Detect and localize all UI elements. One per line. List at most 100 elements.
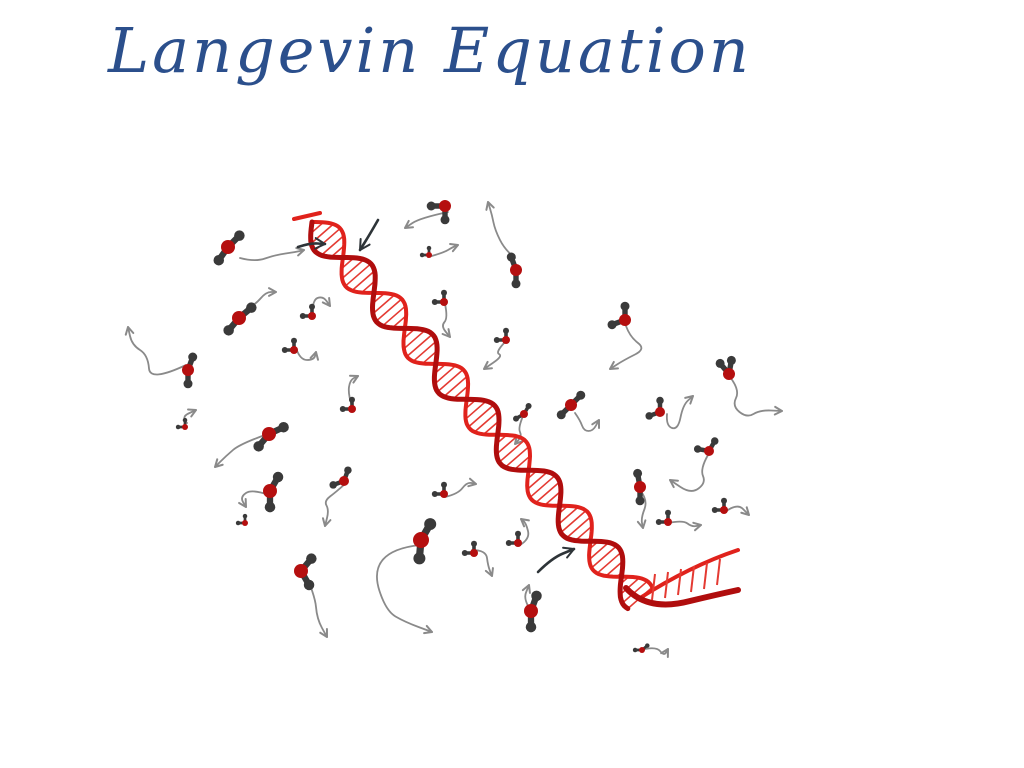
base-pair-rung [605,560,624,577]
hydrogen-atom [620,301,630,311]
brownian-trajectory-arrow-icon [295,347,317,361]
water-molecule-icon [329,466,352,489]
brownian-trajectory-arrow-icon [324,483,346,527]
arrowhead [562,546,575,559]
base-pair-rung [372,294,396,315]
diagram-title: Langevin Equation [108,14,752,87]
oxygen-atom [182,424,188,430]
hydrogen-atom [506,252,516,262]
arrowhead [485,201,495,211]
water-molecule-icon [513,403,532,422]
arrowhead [295,246,305,257]
oxygen-atom [232,311,246,325]
oxygen-atom [440,490,448,498]
arrowhead [404,219,414,229]
base-pair-rung [351,270,376,292]
hydrogen-atom [656,396,664,405]
brownian-trajectory-arrow-icon [241,490,270,508]
arrowhead [187,408,197,418]
hydrogen-atom [344,466,352,474]
oxygen-atom [426,252,432,258]
hydrogen-atom [505,540,512,546]
oxygen-atom [294,564,308,578]
hydrogen-atom [503,327,509,334]
hydrogen-atom [264,501,276,513]
water-molecule-icon [294,553,317,591]
brownian-trajectory-arrow-icon [667,520,702,528]
arrowhead [692,521,702,532]
water-molecule-icon [524,590,542,633]
hydrogen-atom [711,437,719,445]
water-molecule-icon [505,530,522,547]
oxygen-atom [664,518,672,526]
brownian-trajectory-arrow-icon [665,395,694,430]
arrowhead [319,628,328,638]
oxygen-atom [290,346,298,354]
water-molecule-icon [715,355,736,380]
hydrogen-atom [349,396,355,403]
hydrogen-atom [242,513,248,519]
arrowhead [359,238,371,251]
brownian-trajectory-arrow-icon [214,434,266,468]
oxygen-atom [502,336,510,344]
water-molecule-icon [299,303,316,320]
water-molecule-icon [426,200,451,225]
water-molecule-icon [693,437,719,456]
brownian-trajectory-arrow-icon [483,339,508,370]
arrowhead [609,360,619,370]
arrowhead [514,435,524,445]
water-molecule-icon [711,497,728,514]
base-pair-rung [504,446,530,468]
hydrogen-atom [281,347,288,353]
hydrogen-atom [183,379,193,389]
hydrogen-atom [299,313,306,319]
brownian-trajectory-arrow-icon [239,249,305,262]
base-pair-rung [716,558,721,586]
impact-arrow-icon [296,242,327,249]
oxygen-atom [440,298,448,306]
impact-arrow-icon [358,218,380,252]
water-molecule-icon [213,230,245,266]
oxygen-atom [704,446,714,456]
oxygen-atom [510,264,522,276]
base-pair-rung [560,510,587,534]
hydrogen-atom [531,590,542,602]
hydrogen-atom [235,520,241,526]
hydrogen-atom [419,252,425,258]
impact-arrow-icon [536,547,576,574]
oxygen-atom [619,314,631,326]
dna-strand-front [308,219,631,612]
base-pair-rung [437,368,464,393]
hydrogen-atom [441,481,447,488]
hydrogen-atom [424,518,437,531]
hydrogen-atom [607,320,617,330]
oxygen-atom [723,368,735,380]
water-molecule-icon [461,540,478,557]
hydrogen-atom [665,509,671,516]
hydrogen-atom [182,417,188,423]
hydrogen-atom [175,424,181,430]
base-pair-rung [574,525,593,542]
oxygen-atom [439,200,451,212]
water-molecule-icon [175,417,188,430]
brownian-trajectories [124,201,783,658]
dna-double-helix-icon [292,211,741,612]
hydrogen-atom [576,390,586,400]
arrowhead [449,243,459,253]
oxygen-atom [470,549,478,557]
arrowhead [214,458,224,468]
hydrogen-atom [272,471,284,483]
hydrogen-atom [426,201,436,211]
oxygen-atom [221,240,235,254]
hydrogen-atom [223,325,234,336]
base-pair-rung [544,490,562,506]
oxygen-atom [413,532,429,548]
water-molecule-icon [633,468,646,506]
arrowhead [441,328,451,338]
brownian-trajectory-arrow-icon [442,303,451,338]
base-pair-rung [596,551,622,574]
oxygen-atom [655,407,665,417]
hydrogen-atom [426,245,432,251]
arrowhead [660,648,669,658]
base-pair-rung [535,481,561,504]
